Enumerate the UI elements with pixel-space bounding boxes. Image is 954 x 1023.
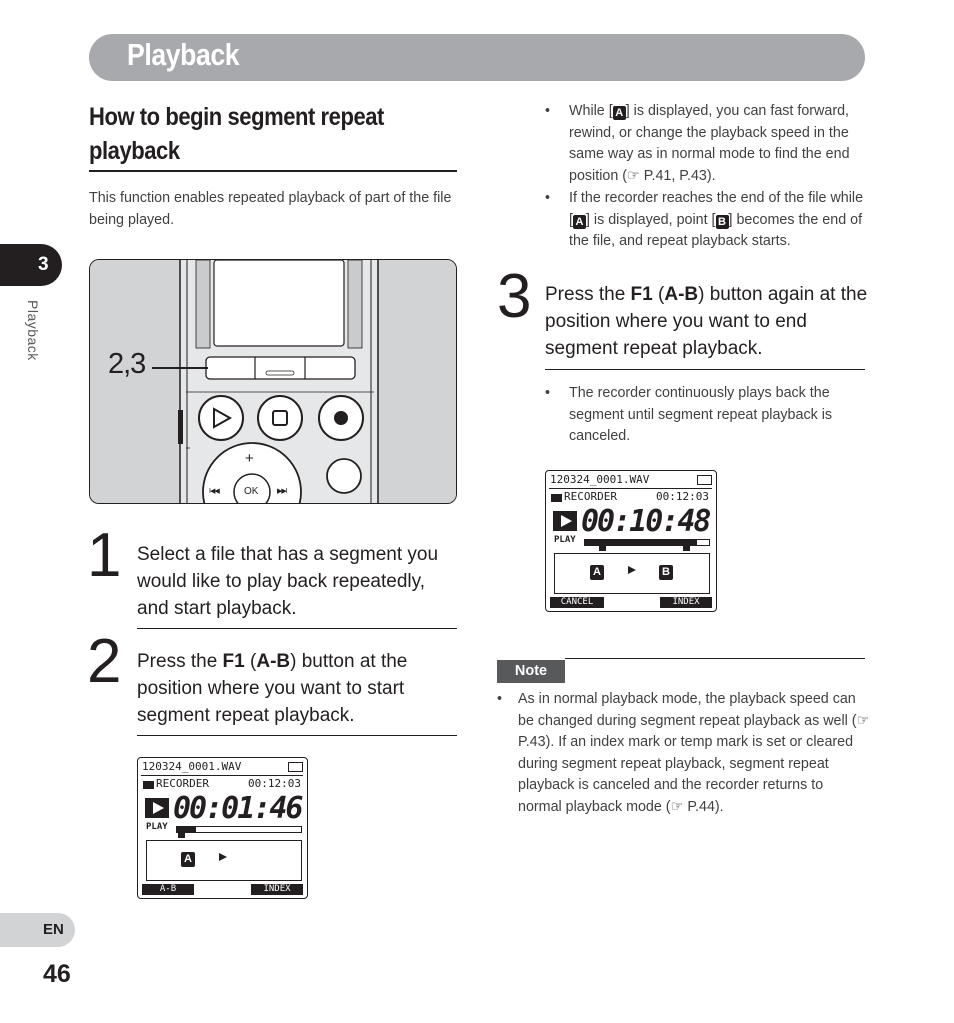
nav-prev-icon: I◀◀: [209, 488, 220, 495]
lcd1-divider: [141, 775, 303, 776]
step-3-number: 3: [497, 262, 532, 331]
lcd-screen-1: 120324_0001.WAV RECORDER 00:12:03 00:01:…: [137, 757, 308, 899]
lcd2-filename: 120324_0001.WAV: [550, 473, 650, 486]
nav-next-icon: ▶▶I: [277, 488, 288, 495]
section-rule: [89, 170, 457, 172]
lcd1-mode: PLAY: [146, 822, 168, 832]
mark-b-icon: B: [715, 214, 729, 229]
header-bar: [89, 34, 865, 81]
lcd2-softkey-left: CANCEL: [550, 597, 604, 608]
lcd1-total-time: 00:12:03: [248, 777, 301, 790]
chapter-tab: [0, 244, 62, 286]
lcd1-softkey-left: A-B: [142, 884, 194, 895]
chapter-side-label: Playback: [25, 300, 41, 361]
lcd2-progress-fill: [585, 540, 697, 545]
lcd1-folder-icon: [143, 781, 154, 789]
language-label: EN: [43, 921, 64, 938]
bullet-dot: •: [545, 190, 551, 206]
lcd-screen-2: 120324_0001.WAV RECORDER 00:12:03 00:10:…: [545, 470, 717, 612]
note-label: Note: [497, 660, 565, 683]
lcd2-total-time: 00:12:03: [656, 490, 709, 503]
step-1-rule: [137, 628, 457, 629]
bullet-dot: •: [545, 385, 551, 401]
lcd2-arrow-icon: [628, 566, 636, 574]
section-heading-line1: How to begin segment repeat: [89, 103, 384, 131]
mark-a-icon: A: [612, 106, 626, 120]
lcd2-mark-b-icon: B: [659, 565, 673, 580]
step-1-text: Select a file that has a segment you wou…: [137, 544, 439, 619]
lcd2-elapsed: 00:10:48: [581, 504, 711, 539]
lcd1-battery-icon: [288, 762, 303, 772]
lcd1-softkey-right: INDEX: [251, 884, 303, 895]
lcd1-arrow-icon: [219, 853, 227, 861]
lcd2-folder-icon: [551, 494, 562, 502]
ab-key-label: A-B: [256, 651, 291, 672]
ab-key-label: A-B: [664, 284, 699, 305]
lcd1-mark-a-indicator: [178, 833, 185, 838]
lcd2-progress-track: [584, 539, 710, 546]
bullet-top-2: • If the recorder reaches the end of the…: [545, 190, 864, 249]
note-text: • As in normal playback mode, the playba…: [497, 691, 870, 815]
device-illustration: + OK I◀◀ ▶▶I 2,3: [89, 259, 457, 504]
intro-text: This function enables repeated playback …: [89, 190, 452, 228]
page-number: 46: [43, 960, 71, 988]
step-3-text: Press the F1 (A-B) button again at the p…: [545, 284, 868, 359]
section-heading: How to begin segment repeat playback: [89, 100, 413, 168]
lcd2-battery-icon: [697, 475, 712, 485]
step-2-text: Press the F1 (A-B) button at the positio…: [137, 651, 408, 726]
lcd2-softkey-right: INDEX: [660, 597, 712, 608]
page-title: Playback: [127, 37, 240, 72]
lcd1-folder: RECORDER: [156, 777, 209, 790]
lcd2-folder: RECORDER: [564, 490, 617, 503]
chapter-number: 3: [38, 254, 49, 275]
speaker-grill-right: [347, 260, 363, 349]
lcd1-elapsed: 00:01:46: [173, 791, 303, 826]
lcd1-filename: 120324_0001.WAV: [142, 760, 242, 773]
nav-plus-symbol: +: [245, 450, 254, 467]
bullet-dot: •: [497, 691, 503, 707]
lcd2-play-icon: [553, 511, 577, 531]
lcd1-play-icon: [145, 798, 169, 818]
step-2-number: 2: [87, 627, 122, 696]
language-tab: [0, 913, 75, 947]
lcd2-mark-a-icon: A: [590, 565, 604, 580]
callout-line: [152, 367, 208, 369]
step-2-rule: [137, 735, 457, 736]
mark-a-icon: A: [572, 214, 586, 229]
step-3-rule: [545, 369, 865, 370]
lcd1-progress-track: [176, 826, 302, 833]
lcd1-mark-a-icon: A: [181, 852, 195, 867]
nav-ok-label: OK: [244, 486, 259, 497]
lcd1-progress-fill: [177, 827, 196, 832]
lcd2-mode: PLAY: [554, 535, 576, 545]
lcd2-mark-a-indicator: [599, 546, 606, 551]
step-1-number: 1: [87, 521, 122, 590]
bullet-dot: •: [545, 103, 551, 119]
lcd2-mark-b-indicator: [683, 546, 690, 551]
recorder-drawing: [90, 260, 456, 503]
f1-key: F1: [630, 284, 653, 305]
lcd1-ab-panel: A: [146, 840, 302, 881]
lcd2-divider: [549, 488, 712, 489]
note-rule: [565, 658, 865, 659]
speaker-grill-left: [195, 260, 211, 349]
section-heading-line2: playback: [89, 137, 180, 165]
f1-key: F1: [222, 651, 245, 672]
bullet-step3-1: • The recorder continuously plays back t…: [545, 385, 833, 444]
lcd2-ab-panel: A B: [554, 553, 710, 594]
bullet-top-1: • While [A] is displayed, you can fast f…: [545, 103, 850, 184]
callout-label: 2,3: [108, 348, 146, 380]
